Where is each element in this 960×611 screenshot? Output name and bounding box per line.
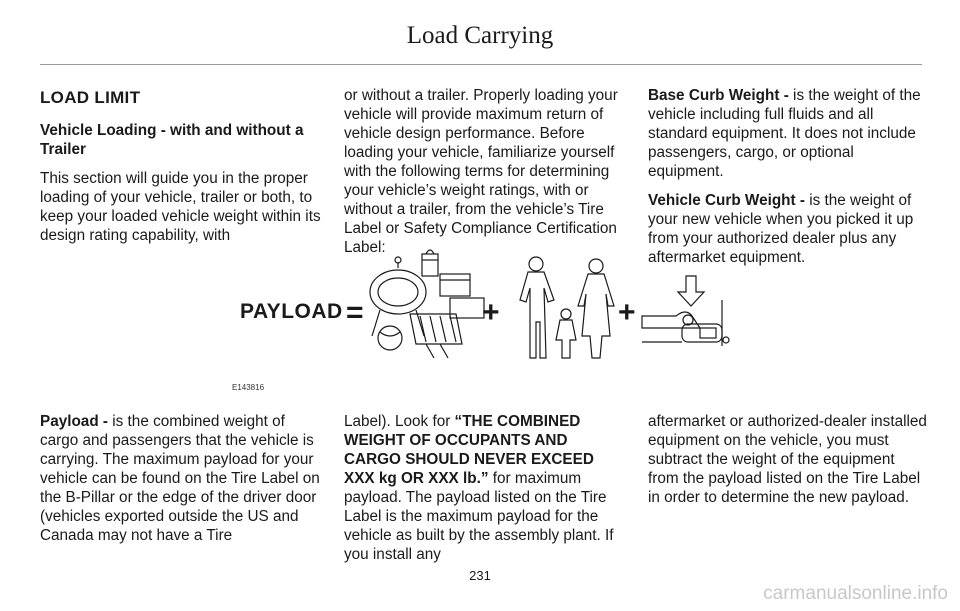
plus-sign-1: +: [482, 296, 500, 329]
payload-term: Payload -: [40, 413, 109, 430]
lower-column-1: Payload - is the combined weight of carg…: [40, 412, 322, 555]
payload-paragraph: Payload - is the combined weight of carg…: [40, 412, 322, 545]
vehicle-curb-weight-paragraph: Vehicle Curb Weight - is the weight of y…: [648, 191, 928, 267]
page-number: 231: [469, 568, 491, 583]
section-title: LOAD LIMIT: [40, 88, 141, 107]
payload-definition: is the combined weight of cargo and pass…: [40, 413, 320, 544]
cargo-icon: [369, 249, 485, 359]
tire-label-warning: “THE COMBINED WEIGHT OF OCCUPANTS AND CA…: [344, 413, 594, 487]
payload-label: PAYLOAD: [240, 300, 343, 323]
equals-sign: =: [346, 296, 364, 329]
lower-column-3: aftermarket or authorized-dealer install…: [648, 412, 928, 517]
upper-column-2: or without a trailer. Properly loading y…: [344, 86, 626, 267]
payload-illustration: PAYLOAD = +: [240, 249, 730, 359]
watermark: carmanualsonline.info: [763, 583, 948, 604]
lower-column-2: Label). Look for “THE COMBINED WEIGHT OF…: [344, 412, 626, 574]
base-curb-weight-term: Base Curb Weight -: [648, 87, 789, 104]
tire-label-lead: Label). Look for: [344, 413, 455, 430]
figure-code: E143816: [232, 383, 265, 392]
upper-column-3: Base Curb Weight - is the weight of the …: [648, 86, 928, 277]
page-header-title: Load Carrying: [406, 22, 554, 49]
tire-label-rest: for maximum payload. The payload listed …: [344, 470, 614, 563]
trailer-hitch-icon: [641, 275, 730, 346]
subheading: Vehicle Loading - with and without a Tra…: [40, 122, 304, 158]
vehicle-curb-weight-term: Vehicle Curb Weight -: [648, 192, 805, 209]
intro-continued-paragraph: or without a trailer. Properly loading y…: [344, 87, 618, 256]
base-curb-weight-paragraph: Base Curb Weight - is the weight of the …: [648, 86, 928, 181]
intro-paragraph: This section will guide you in the prope…: [40, 170, 321, 244]
tire-label-paragraph: Label). Look for “THE COMBINED WEIGHT OF…: [344, 412, 626, 564]
plus-sign-2: +: [618, 296, 636, 329]
base-curb-weight-definition: is the weight of the vehicle including f…: [648, 87, 921, 180]
upper-column-1: Vehicle Loading - with and without a Tra…: [40, 121, 322, 255]
passengers-icon: [519, 256, 615, 359]
vehicle-curb-weight-definition: is the weight of your new vehicle when y…: [648, 192, 914, 266]
header-divider: [40, 64, 922, 65]
aftermarket-paragraph: aftermarket or authorized-dealer install…: [648, 413, 927, 506]
